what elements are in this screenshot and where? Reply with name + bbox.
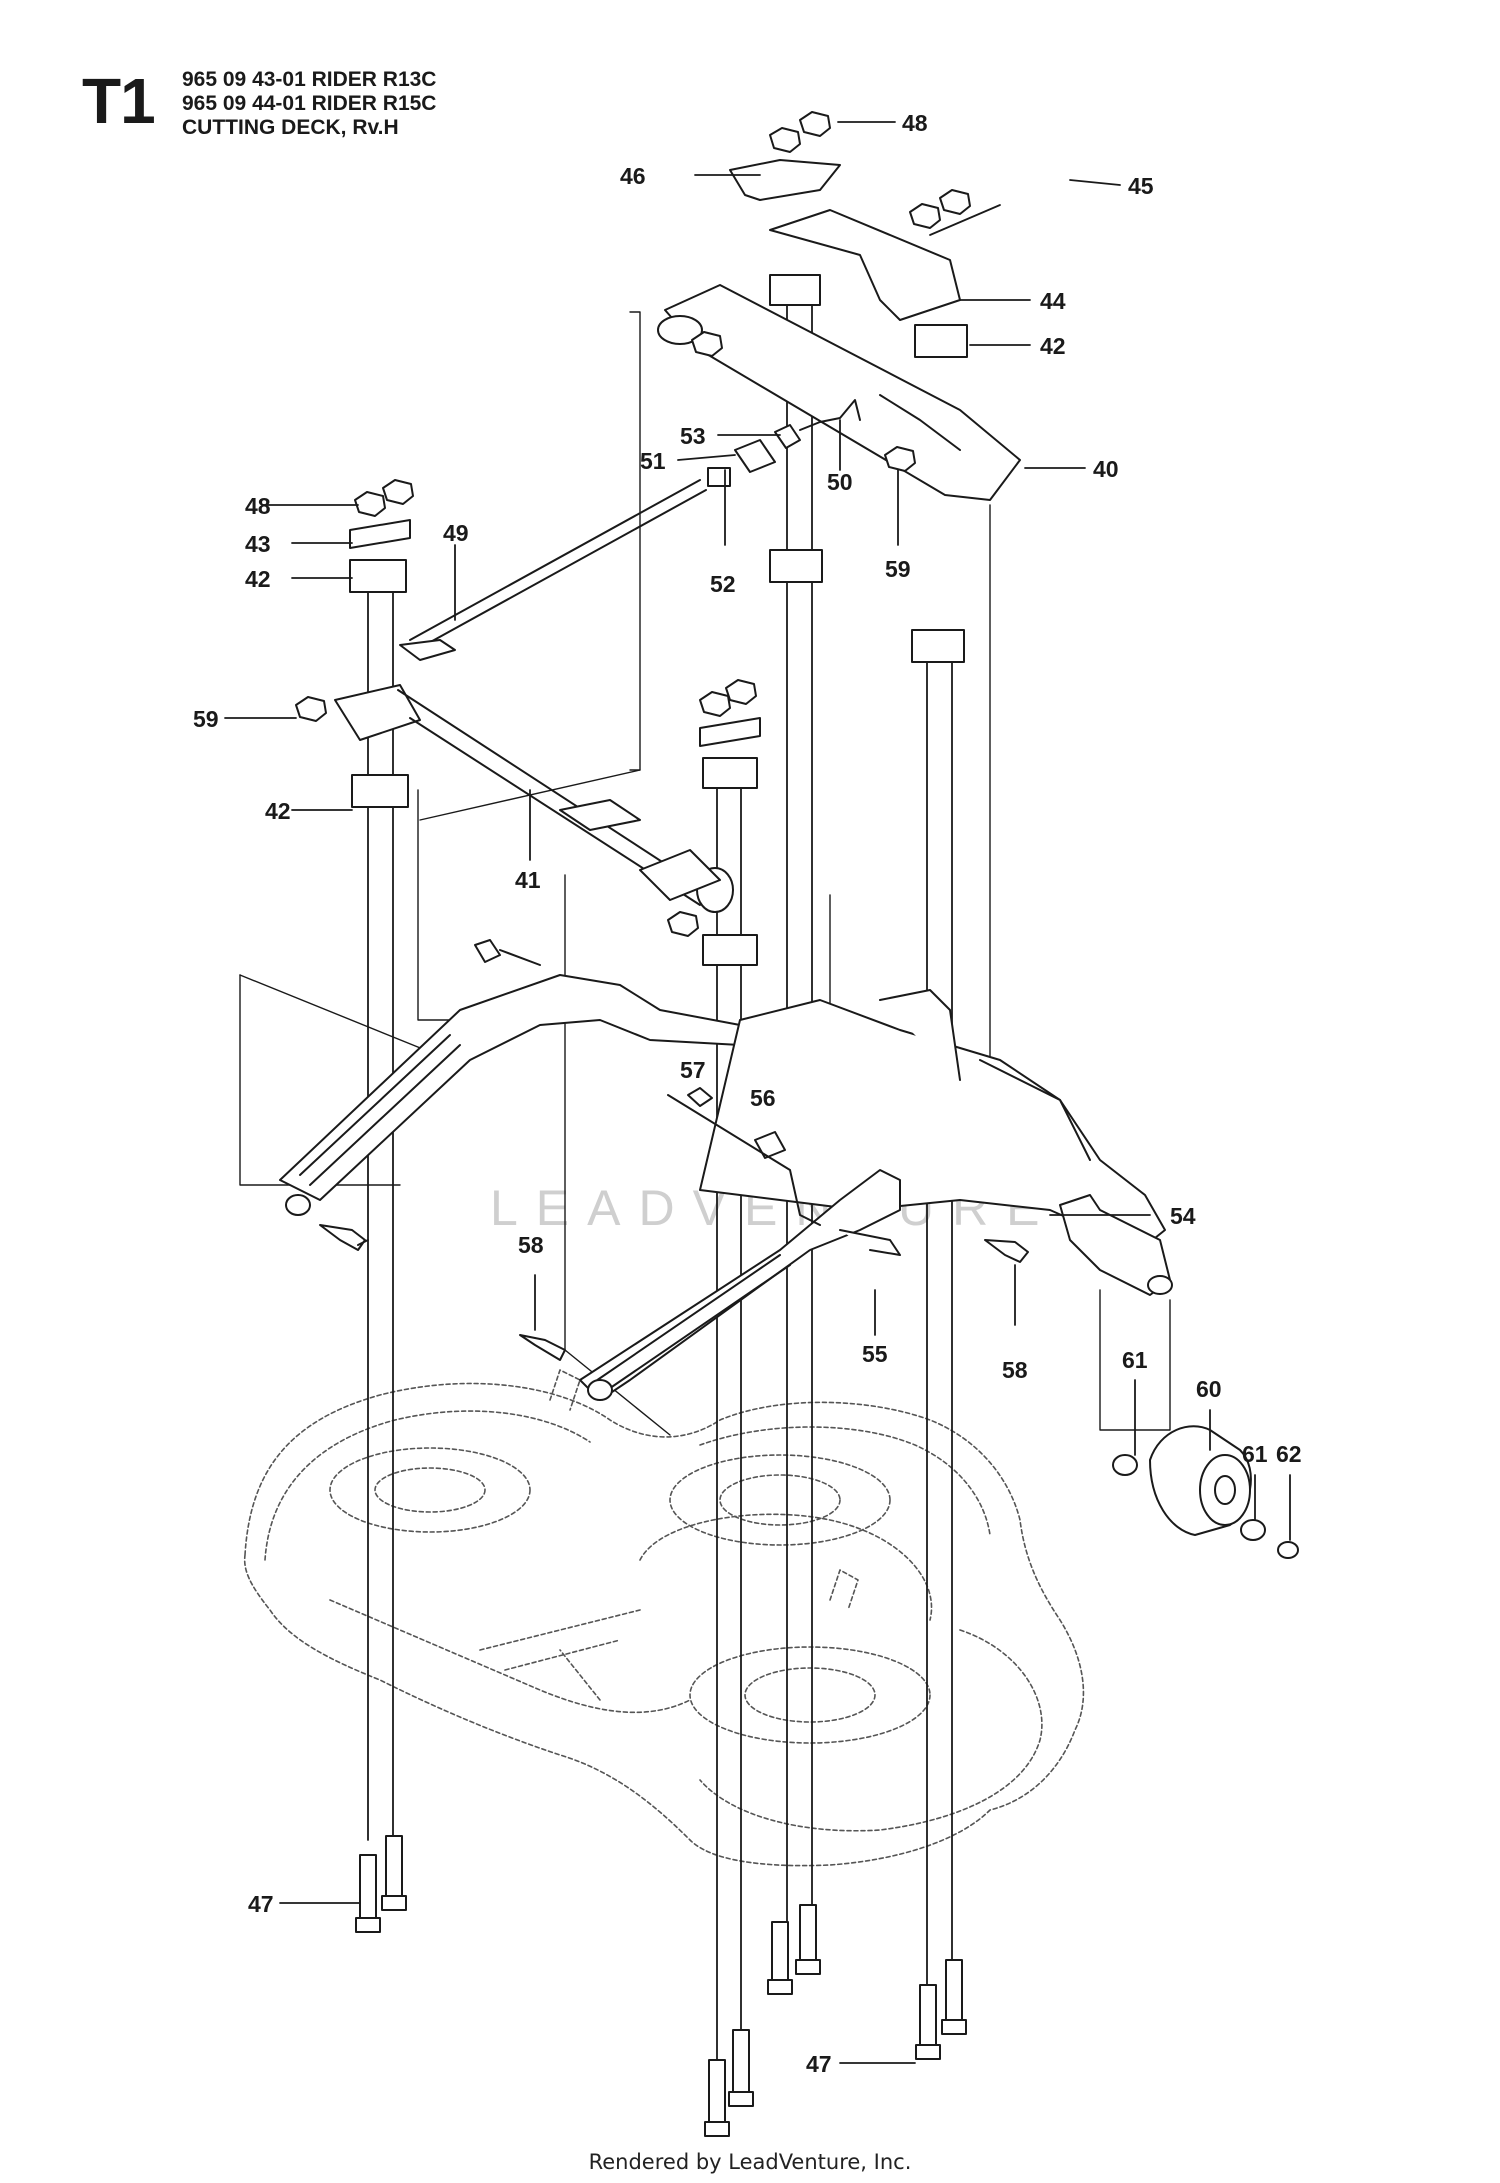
callout-45: 45 — [1128, 173, 1154, 199]
callout-42: 42 — [1040, 333, 1066, 359]
model-line-r15c: 965 09 44-01 RIDER R15C — [182, 92, 437, 115]
callout-51: 51 — [640, 448, 666, 474]
callout-40: 40 — [1093, 456, 1119, 482]
clamp-42-top — [769, 274, 968, 358]
nut-top-left — [691, 331, 723, 357]
cutting-deck — [243, 1369, 1085, 1867]
spring-50 — [799, 399, 861, 431]
callout-leaders — [224, 121, 1291, 2064]
callout-59: 59 — [193, 706, 219, 732]
footer-credit: Rendered by LeadVenture, Inc. — [588, 2150, 912, 2174]
nut-stack-middle — [699, 679, 761, 966]
rod-49 — [409, 479, 707, 651]
callout-61: 61 — [1242, 1441, 1268, 1467]
callout-59: 59 — [885, 556, 911, 582]
washer-61-left — [1112, 1454, 1138, 1476]
model-line-r13c: 965 09 43-01 RIDER R13C — [182, 68, 437, 91]
callout-55: 55 — [862, 1341, 888, 1367]
clamp-42-lower-right — [911, 629, 965, 663]
callout-46: 46 — [620, 163, 646, 189]
diagram-title: CUTTING DECK, Rv.H — [182, 116, 399, 139]
callout-labels: 48 46 45 44 42 53 51 50 40 48 43 42 49 5… — [193, 110, 1302, 2077]
hanger-arm-lower — [579, 1169, 901, 1401]
lift-shaft-41 — [334, 684, 734, 937]
plate-43 — [349, 519, 411, 549]
callout-48: 48 — [902, 110, 928, 136]
nut-59-upper — [884, 446, 916, 472]
callout-47: 47 — [248, 1891, 274, 1917]
clamp-42-mid-right — [769, 549, 823, 583]
callout-56: 56 — [750, 1085, 776, 1111]
callout-53: 53 — [680, 423, 706, 449]
link-57-56 — [667, 1094, 821, 1226]
callout-44: 44 — [1040, 288, 1066, 314]
hanger-arm-left — [279, 974, 741, 1216]
nut-52 — [707, 467, 731, 487]
callout-61: 61 — [1122, 1347, 1148, 1373]
callout-49: 49 — [443, 520, 469, 546]
callout-43: 43 — [245, 531, 271, 557]
lift-bar-40 — [657, 284, 1021, 501]
nut-pair-44 — [909, 189, 971, 229]
pin-55 — [839, 1229, 901, 1256]
clip-62 — [1277, 1541, 1299, 1559]
callout-42: 42 — [265, 798, 291, 824]
gauge-wheel-60 — [1149, 1425, 1252, 1536]
clamp-42-left-top — [349, 559, 407, 593]
nut-48-left — [354, 479, 414, 517]
nut-57 — [687, 1087, 713, 1107]
washer-61-right — [1240, 1519, 1266, 1541]
callout-62: 62 — [1276, 1441, 1302, 1467]
callout-42: 42 — [245, 566, 271, 592]
callout-41: 41 — [515, 867, 541, 893]
bracket-46 — [729, 159, 841, 201]
callout-58: 58 — [518, 1232, 544, 1258]
callout-48: 48 — [245, 493, 271, 519]
bolt-58-left-lower — [319, 1224, 369, 1251]
plate-44 — [769, 209, 961, 321]
bolt-58-lower-left — [519, 1334, 566, 1361]
callout-52: 52 — [710, 571, 736, 597]
nut-48-top — [769, 111, 831, 153]
callout-58: 58 — [1002, 1357, 1028, 1383]
page-code: T1 — [82, 65, 156, 137]
callout-57: 57 — [680, 1057, 706, 1083]
callout-60: 60 — [1196, 1376, 1222, 1402]
callout-50: 50 — [827, 469, 853, 495]
hanger-arm-right — [699, 989, 1166, 1251]
callout-54: 54 — [1170, 1203, 1196, 1229]
clamp-42-left-low — [351, 774, 409, 808]
nut-59-left — [295, 696, 327, 722]
sleeve-51 — [734, 439, 776, 473]
nut-53 — [774, 424, 801, 449]
bolt-58-right — [984, 1239, 1029, 1263]
bolt-58-left-upper — [474, 939, 541, 966]
bolts-47 — [355, 1835, 967, 2137]
axle-54 — [1059, 1194, 1173, 1296]
callout-47: 47 — [806, 2051, 832, 2077]
rod-49-end — [399, 639, 456, 661]
